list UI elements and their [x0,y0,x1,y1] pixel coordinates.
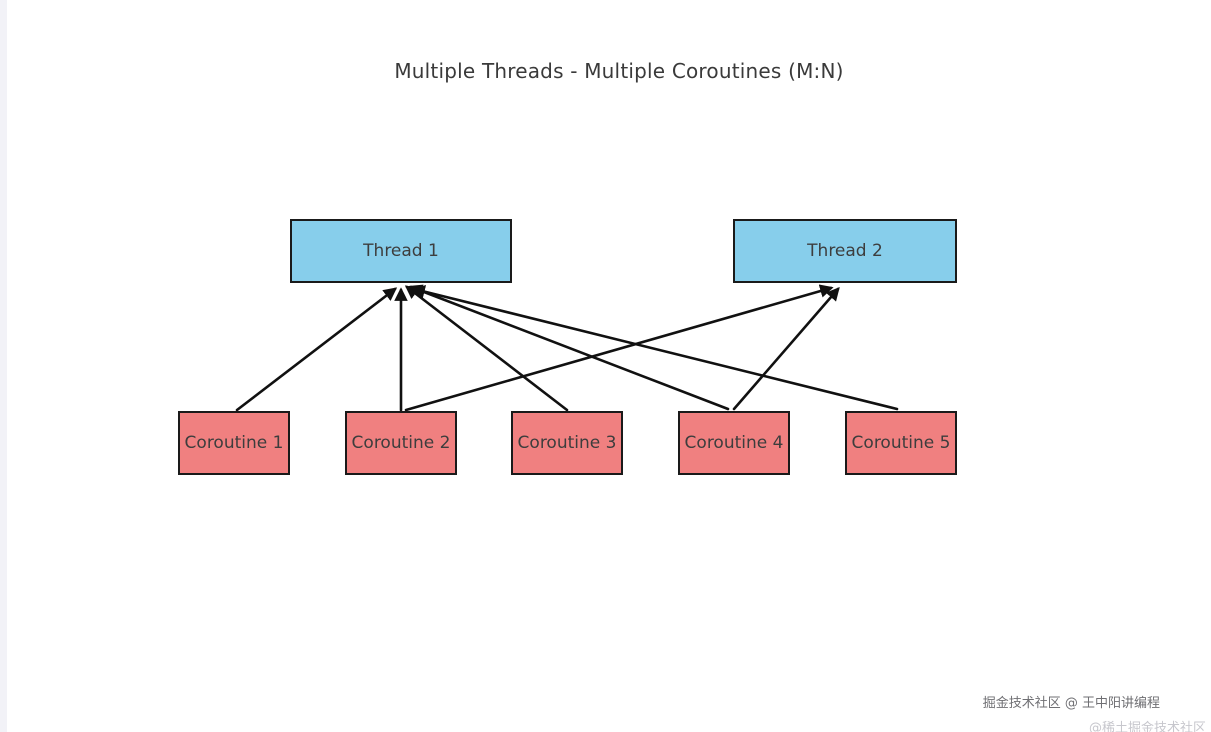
node-coroutine-2: Coroutine 2 [345,411,457,475]
edge-coroutine-3-to-thread-1 [404,285,569,412]
edge-coroutine-2-to-thread-2 [404,284,834,412]
edge-coroutine-4-to-thread-2 [732,286,840,411]
edge-coroutine-4-to-thread-1 [408,284,730,411]
node-coroutine-3: Coroutine 3 [511,411,623,475]
left-edge-strip [0,0,7,732]
node-thread-2: Thread 2 [733,219,957,283]
node-coroutine-4: Coroutine 4 [678,411,790,475]
watermark-secondary: @稀土掘金技术社区 [1088,721,1206,732]
edge-coroutine-1-to-thread-1 [235,287,398,412]
edge-coroutine-5-to-thread-1 [411,285,899,411]
watermark-primary: 掘金技术社区 @ 王中阳讲编程 [982,696,1160,711]
edge-group [235,284,899,412]
diagram-title: Multiple Threads - Multiple Coroutines (… [394,59,844,83]
node-coroutine-1: Coroutine 1 [178,411,290,475]
node-thread-1: Thread 1 [290,219,512,283]
node-coroutine-5: Coroutine 5 [845,411,957,475]
